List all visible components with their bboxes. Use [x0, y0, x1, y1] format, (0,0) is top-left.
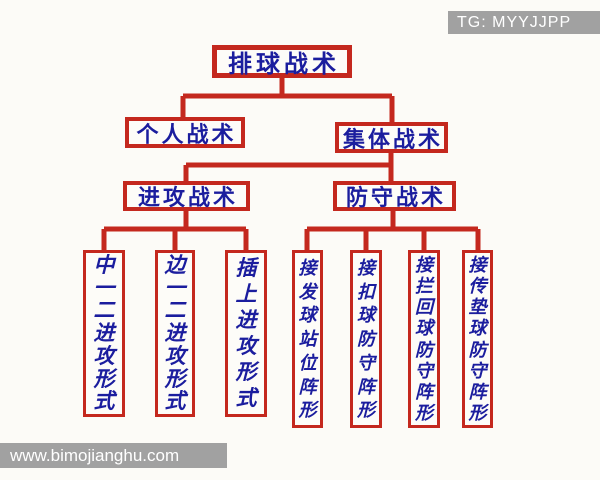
watermark-tg-text: TG: MYYJJPP: [457, 13, 572, 31]
watermark-site-text: www.bimojianghu.com: [10, 445, 180, 465]
root-volleyball-tactics-box: 排球战术: [212, 45, 352, 78]
leaf-serve-receive-formation-box: 接发球站位阵形: [292, 250, 323, 428]
leaf-pass-dig-defense-box: 接传垫球防守阵形: [462, 250, 493, 428]
defense-tactics-box: 防守战术: [333, 181, 456, 211]
collective-tactics-box: 集体战术: [335, 122, 448, 153]
leaf-side-1-2-offense-box: 边一二进攻形式: [155, 250, 195, 417]
watermark-site-banner: www.bimojianghu.com: [0, 443, 227, 468]
leaf-spike-receive-defense-box: 接扣球防守阵形: [350, 250, 382, 428]
watermark-tg-banner: TG: MYYJJPP: [448, 11, 600, 34]
leaf-insert-offense-box: 插上进攻形式: [225, 250, 267, 417]
individual-tactics-box: 个人战术: [125, 117, 245, 148]
leaf-block-rebound-defense-box: 接拦回球防守阵形: [408, 250, 440, 428]
offense-tactics-box: 进攻战术: [123, 181, 250, 211]
leaf-middle-1-2-offense-box: 中一二进攻形式: [83, 250, 125, 417]
